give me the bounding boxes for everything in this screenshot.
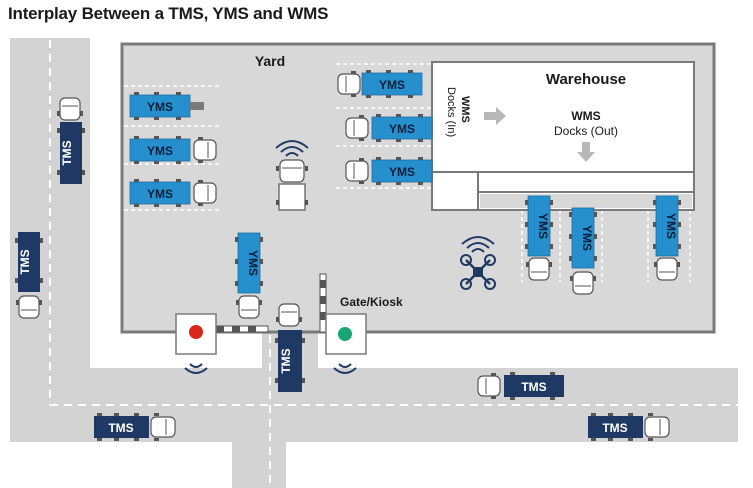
svg-text:YMS: YMS [536, 213, 550, 239]
svg-text:YMS: YMS [147, 187, 173, 201]
docks-in-label: Docks (In) [445, 87, 457, 137]
arrow-down-icon [577, 142, 595, 162]
parking-lines [124, 63, 691, 282]
yms-truck: YMS [337, 69, 423, 99]
svg-text:YMS: YMS [580, 225, 594, 251]
svg-text:YMS: YMS [389, 165, 415, 179]
svg-text:TMS: TMS [18, 249, 32, 274]
svg-text:YMS: YMS [147, 100, 173, 114]
yms-truck: YMS [652, 195, 682, 281]
gate-kiosk-label: Gate/Kiosk [340, 295, 403, 309]
svg-text:TMS: TMS [521, 380, 546, 394]
yard-label: Yard [255, 53, 285, 69]
svg-text:YMS: YMS [379, 78, 405, 92]
yard-truck-outline [276, 159, 308, 211]
svg-text:TMS: TMS [279, 348, 293, 373]
gate-barrier-icon [319, 273, 327, 333]
tms-truck: TMS [587, 412, 670, 442]
tms-truck: TMS [275, 303, 305, 392]
yms-truck: YMS [129, 135, 217, 165]
tms-truck: TMS [477, 372, 564, 400]
drone-icon [460, 254, 496, 290]
svg-text:YMS: YMS [664, 213, 678, 239]
yms-truck: YMS [524, 195, 554, 281]
docks-out-label: Docks (Out) [554, 124, 618, 138]
arrow-right-icon [484, 107, 506, 125]
diagram-title: Interplay Between a TMS, YMS and WMS [8, 4, 329, 23]
yms-truck: YMS [568, 207, 598, 295]
svg-text:TMS: TMS [60, 140, 74, 165]
svg-text:YMS: YMS [246, 250, 260, 276]
warehouse [431, 61, 695, 211]
svg-text:TMS: TMS [108, 421, 133, 435]
yms-truck: YMS [234, 232, 264, 319]
docks-in-wms-label: WMS [459, 96, 471, 123]
svg-text:YMS: YMS [389, 122, 415, 136]
tms-truck: TMS [56, 97, 85, 184]
yms-truck: YMS [129, 91, 204, 121]
svg-text:YMS: YMS [147, 144, 173, 158]
tms-truck: TMS [93, 412, 176, 442]
svg-text:TMS: TMS [602, 421, 627, 435]
tms-truck: TMS [15, 232, 43, 319]
yms-truck: YMS [345, 156, 433, 186]
gate-barrier-icon [207, 325, 269, 333]
traffic-light-icon [325, 313, 367, 355]
wms-label: WMS [571, 109, 600, 123]
yms-truck: YMS [129, 178, 217, 208]
warehouse-label: Warehouse [546, 71, 626, 88]
traffic-light-icon [175, 313, 217, 355]
yms-truck: YMS [345, 113, 433, 143]
